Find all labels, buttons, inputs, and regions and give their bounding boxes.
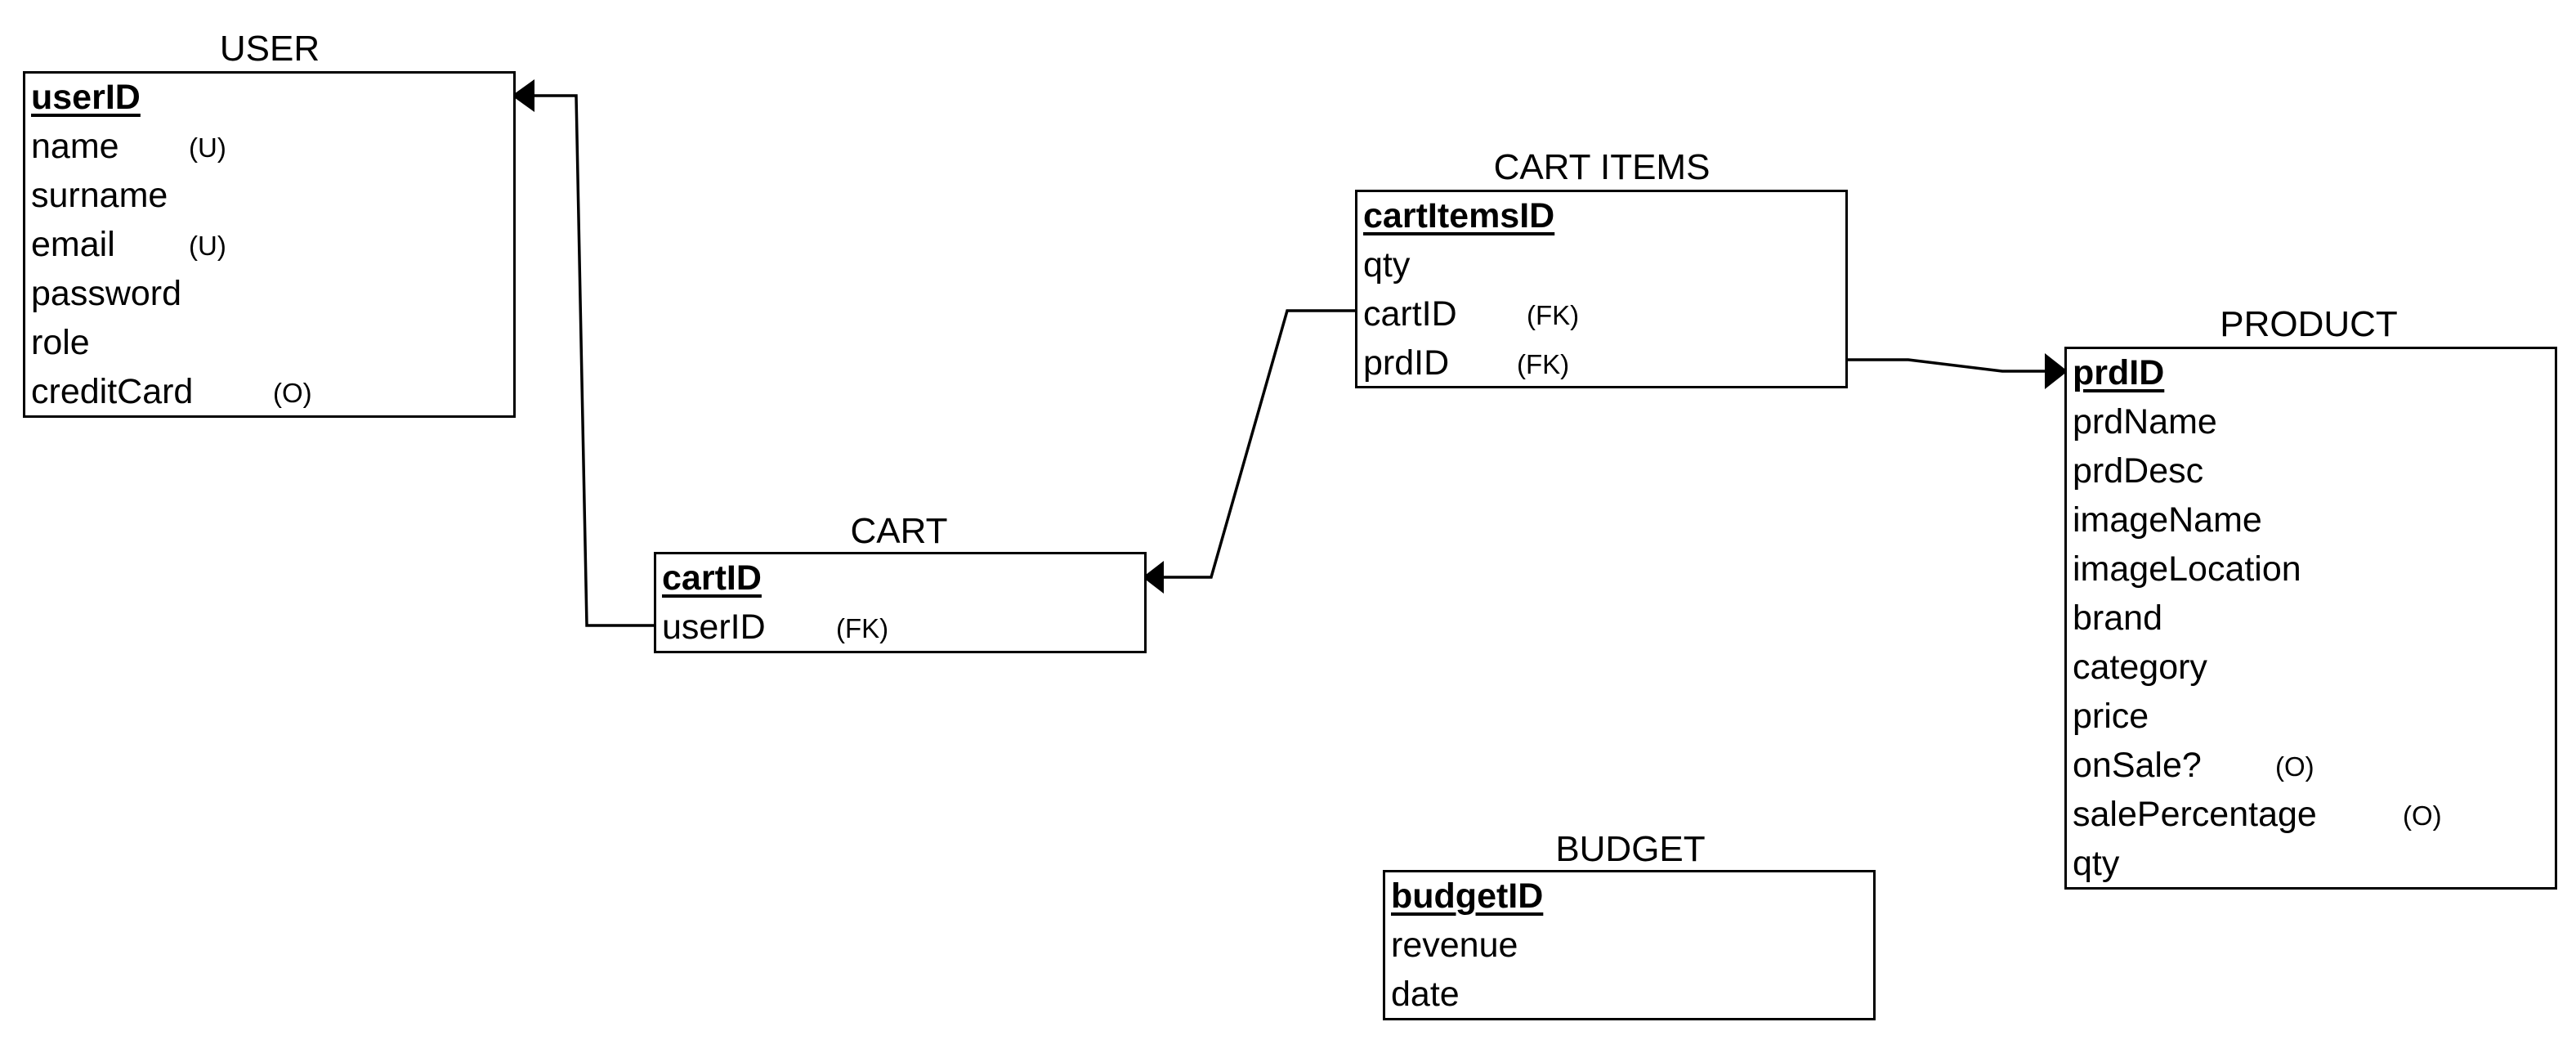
field-prdid: prdID (1363, 343, 1450, 383)
field-date: date (1391, 975, 1460, 1014)
foreign-key-marker: (FK) (1527, 300, 1580, 330)
arrowhead-user-icon (512, 79, 534, 112)
field-role: role (31, 323, 90, 362)
field-surname: surname (31, 176, 168, 215)
field-salepercentage: salePercentage (2073, 795, 2317, 834)
connector-cartitems-to-product (1847, 358, 2045, 373)
arrowhead-product-icon (2045, 353, 2068, 389)
primary-key-field: budgetID (1391, 876, 1544, 916)
entity-user: userID name (U) surname email (U) passwo… (23, 71, 516, 418)
field-password: password (31, 274, 182, 313)
primary-key-field: userID (31, 78, 141, 117)
unique-marker: (U) (189, 231, 226, 261)
connector-cart-to-user (534, 94, 654, 627)
primary-key-field: cartItemsID (1363, 196, 1555, 235)
field-revenue: revenue (1391, 926, 1518, 965)
entity-title-user: USER (219, 29, 320, 69)
field-onsale: onSale? (2073, 746, 2202, 785)
foreign-key-marker: (FK) (836, 613, 889, 643)
field-category: category (2073, 648, 2207, 687)
unique-marker: (U) (189, 132, 226, 163)
field-imagelocation: imageLocation (2073, 549, 2301, 589)
foreign-key-marker: (FK) (1517, 349, 1570, 379)
field-qty: qty (2073, 844, 2120, 883)
entity-product: prdID prdName prdDesc imageName imageLoc… (2064, 347, 2557, 890)
field-prdname: prdName (2073, 402, 2217, 442)
entity-budget: budgetID revenue date (1383, 870, 1876, 1020)
primary-key-field: prdID (2073, 353, 2165, 392)
field-cartid: cartID (1363, 294, 1457, 334)
entity-title-cart: CART (850, 511, 948, 551)
field-imagename: imageName (2073, 500, 2262, 540)
entity-cart-items: cartItemsID qty cartID (FK) prdID (FK) (1355, 190, 1848, 388)
entity-title-cart-items: CART ITEMS (1493, 147, 1711, 187)
field-name: name (31, 127, 119, 166)
primary-key-field: cartID (662, 558, 762, 598)
field-userid: userID (662, 607, 766, 647)
entity-cart: cartID userID (FK) (654, 552, 1147, 653)
entity-title-product: PRODUCT (2220, 304, 2398, 344)
field-email: email (31, 225, 115, 264)
field-price: price (2073, 697, 2149, 736)
field-brand: brand (2073, 598, 2162, 638)
entity-title-budget: BUDGET (1555, 829, 1706, 869)
field-qty: qty (1363, 245, 1411, 285)
optional-marker: (O) (273, 378, 312, 408)
connector-cartitems-to-cart (1164, 309, 1357, 579)
optional-marker: (O) (2403, 800, 2442, 831)
optional-marker: (O) (2275, 751, 2314, 782)
field-prddesc: prdDesc (2073, 451, 2204, 491)
arrowhead-cart-icon (1143, 561, 1164, 594)
field-creditcard: creditCard (31, 372, 194, 411)
